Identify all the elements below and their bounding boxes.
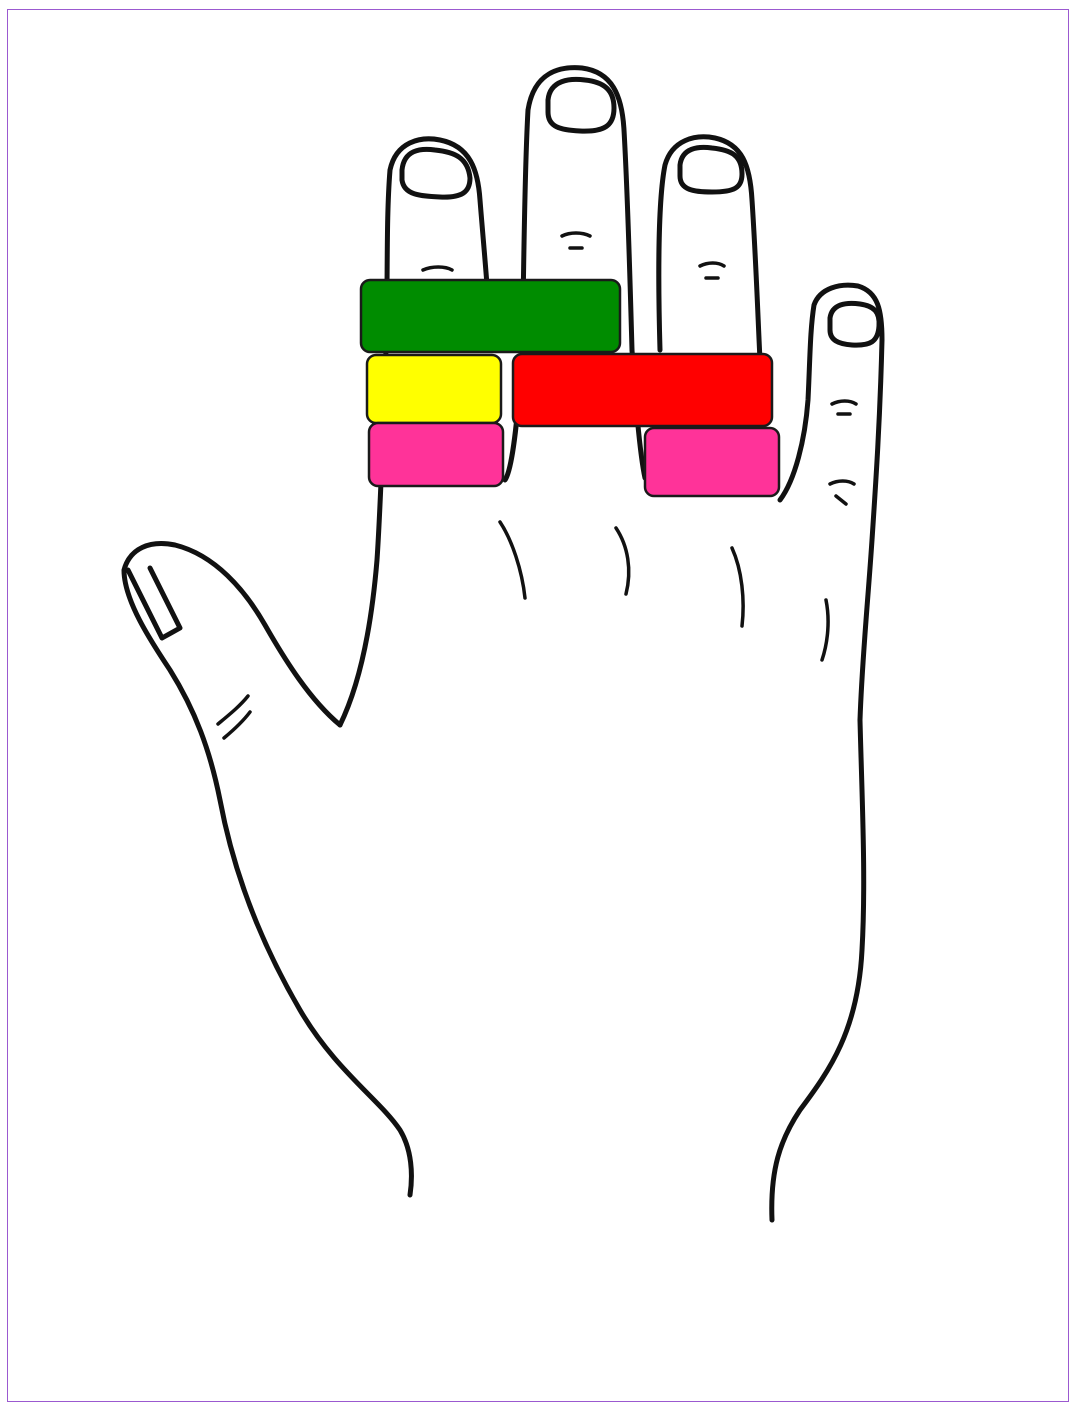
middle-knuckle-line — [562, 233, 590, 248]
hand-right-edge — [772, 720, 864, 1220]
yellow-block — [367, 355, 501, 423]
red-block — [513, 354, 772, 426]
little-knuckle-line — [830, 401, 856, 504]
pink-right-block — [645, 428, 779, 496]
green-block — [361, 280, 620, 352]
thumbnail-outline — [128, 568, 180, 638]
hand-outline — [124, 68, 882, 1220]
colored-blocks — [361, 280, 779, 496]
knuckle-crease-1 — [500, 522, 525, 598]
knuckle-crease-4 — [822, 600, 828, 660]
knuckle-crease-2 — [616, 528, 629, 594]
thumb-crease — [218, 696, 250, 738]
little-fingernail — [830, 303, 879, 345]
little-finger-outline — [780, 285, 882, 720]
knuckle-crease-3 — [732, 548, 743, 626]
middle-fingernail — [548, 79, 614, 131]
index-fingernail — [402, 149, 470, 197]
pink-left-block — [369, 423, 503, 486]
ring-knuckle-line — [700, 263, 724, 278]
index-knuckle-line — [423, 267, 452, 270]
ring-fingernail — [680, 147, 742, 192]
